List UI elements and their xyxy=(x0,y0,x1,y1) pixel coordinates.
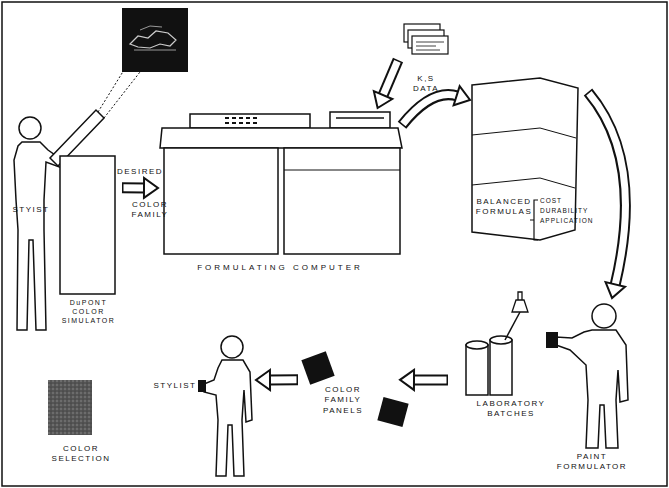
held-sample xyxy=(198,380,206,392)
fanfold-paper xyxy=(472,78,578,240)
block-arrow xyxy=(588,92,625,298)
arrow-shaft xyxy=(403,95,458,124)
node-label: PAINT FORMULATOR xyxy=(550,452,634,473)
arrow-shaft-outline xyxy=(383,60,398,96)
desk-pedestal xyxy=(284,148,400,254)
printer-slot xyxy=(336,117,384,119)
beam-line xyxy=(104,72,140,118)
node-label: COLOR SELECTION xyxy=(50,444,112,465)
mixer xyxy=(512,292,528,312)
block-arrow xyxy=(374,60,398,108)
illustrated-node: FORMULATING COMPUTER xyxy=(158,108,402,280)
illustrated-node: LABORATORY BATCHES xyxy=(448,315,545,420)
data-card xyxy=(412,36,448,54)
arrow-head xyxy=(144,178,158,198)
beam-line xyxy=(98,70,124,112)
block-arrow xyxy=(402,86,470,125)
person-head xyxy=(592,304,616,328)
mixer-shaft xyxy=(505,312,520,340)
color-swatch xyxy=(48,380,92,435)
node-label: APPLICATION xyxy=(540,217,596,225)
illustrated-node: PAINT FORMULATOR xyxy=(540,298,645,482)
illustrated-node: STYIST xyxy=(6,115,56,335)
arrow-head xyxy=(256,370,270,390)
screen-image xyxy=(122,8,188,72)
node-label: COST xyxy=(540,197,596,205)
illustrated-node: STYLIST xyxy=(150,335,256,478)
desk-pedestal xyxy=(164,148,278,254)
formulator-figure xyxy=(556,330,628,448)
arrow-head xyxy=(606,282,625,298)
drawer-line xyxy=(284,170,400,171)
stylist-figure xyxy=(14,142,62,330)
arrow-shaft xyxy=(589,93,626,285)
arrow-shaft-outline xyxy=(269,374,298,385)
simulator-box xyxy=(60,156,115,294)
arrow-shaft xyxy=(123,184,145,191)
node-label: K,S DATA xyxy=(404,74,448,95)
illustrated-node: DuPONT COLOR SIMULATOR xyxy=(55,150,122,330)
illustrated-node: COLOR SELECTION xyxy=(44,376,114,474)
screen-sketch-lines xyxy=(134,26,176,50)
arrow-shaft-outline xyxy=(122,182,145,193)
node-label: LABORATORY BATCHES xyxy=(476,399,546,420)
arrow-shaft-outline xyxy=(402,95,458,126)
person-head xyxy=(221,336,243,358)
desk-top xyxy=(160,128,402,148)
color-panel xyxy=(377,397,408,427)
node-label: STYLIST xyxy=(150,381,200,391)
arrow-shaft xyxy=(413,376,447,383)
screen-car-sketch xyxy=(130,31,176,48)
arrow-head xyxy=(374,91,392,108)
arrow-head xyxy=(400,370,414,390)
block-arrow xyxy=(400,370,448,390)
paint-can xyxy=(490,340,512,395)
block-arrow xyxy=(122,178,158,198)
edge-label: DESIRED xyxy=(117,167,163,177)
computer-printer xyxy=(330,112,390,128)
illustrated-node: COLOR FAMILY PANELS xyxy=(298,345,400,428)
held-sample xyxy=(546,332,558,348)
node-label: DURABILITY xyxy=(540,207,596,215)
person-head xyxy=(19,117,41,139)
color-panel xyxy=(301,351,334,384)
node-label: BALANCED FORMULAS xyxy=(474,197,534,218)
node-label: COLOR FAMILY PANELS xyxy=(318,385,368,416)
arrow-shaft xyxy=(269,376,297,383)
illustrated-node: BALANCED FORMULASCOSTDURABILITYAPPLICATI… xyxy=(470,75,588,245)
illustrated-node: K,S DATA xyxy=(398,20,452,100)
block-arrow xyxy=(256,370,298,390)
node-label: STYIST xyxy=(8,205,54,215)
free-label: COLOR FAMILY xyxy=(126,200,174,221)
node-label: FORMULATING COMPUTER xyxy=(158,263,402,273)
console-keys xyxy=(225,118,257,123)
arrow-shaft xyxy=(383,61,398,96)
paper-folds xyxy=(472,128,576,188)
arrow-shaft-outline xyxy=(413,374,448,385)
stylist-figure xyxy=(204,360,252,476)
paint-can xyxy=(466,345,488,395)
can-top xyxy=(490,336,512,344)
node-label: DuPONT COLOR SIMULATOR xyxy=(55,298,122,325)
can-top xyxy=(466,341,488,349)
arrow-shaft-outline xyxy=(588,92,625,285)
card-marks xyxy=(416,42,444,50)
arrow-head xyxy=(454,86,470,105)
computer-console xyxy=(190,114,310,128)
